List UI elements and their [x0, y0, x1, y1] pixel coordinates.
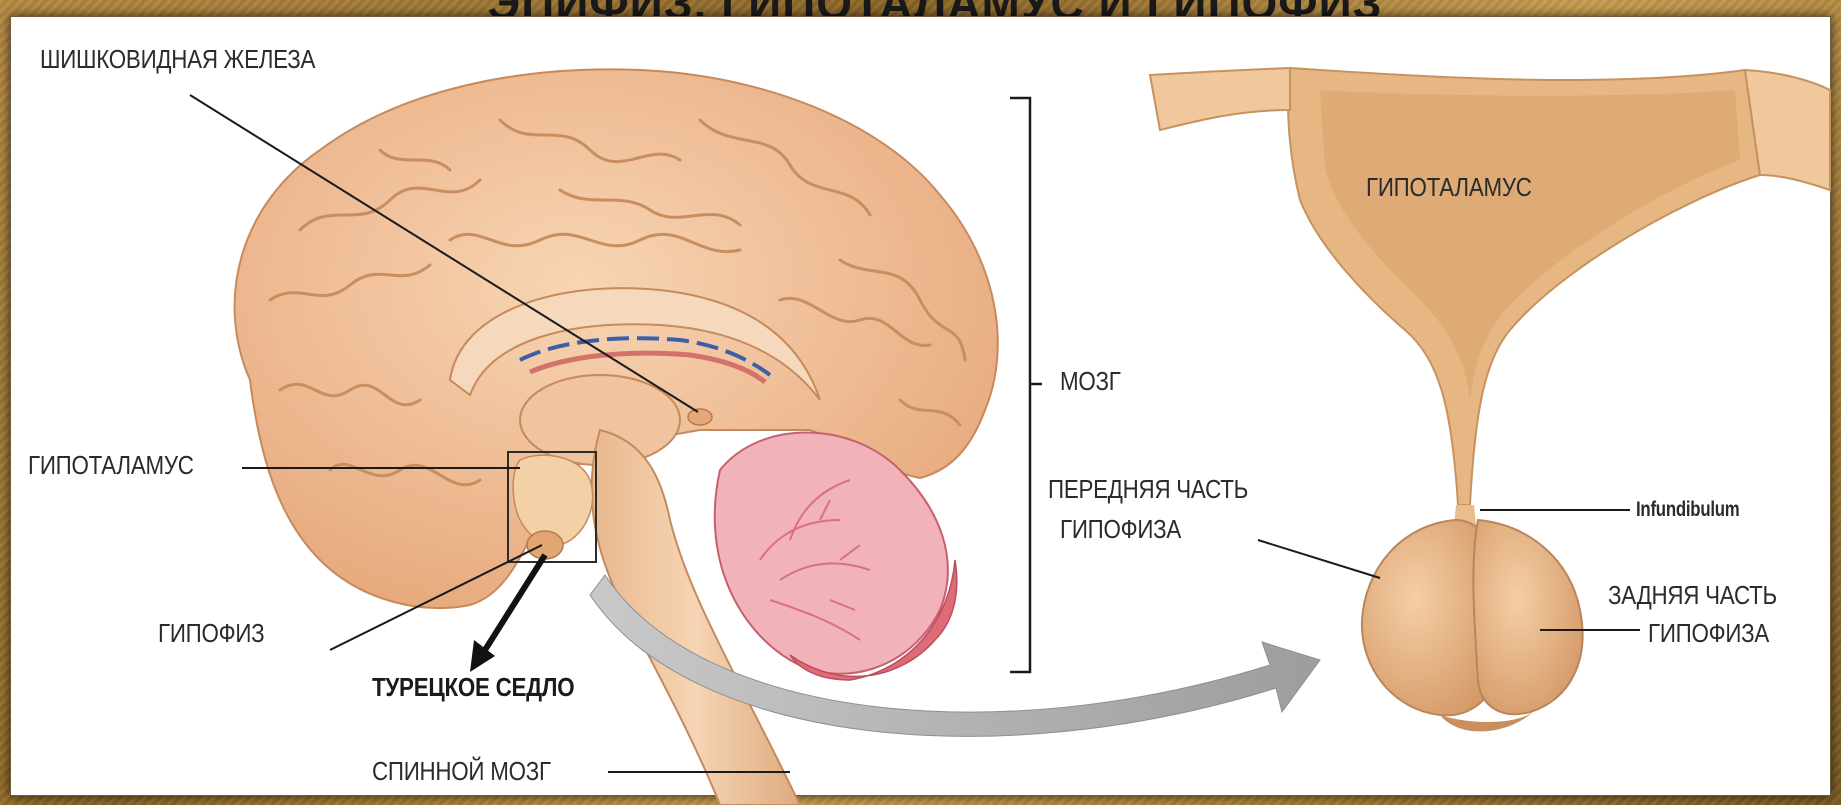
label-hypothalamus: ГИПОТАЛАМУС: [28, 450, 194, 481]
pineal-gland: [688, 409, 712, 425]
label-posterior-pituitary-line1: ЗАДНЯЯ ЧАСТЬ: [1608, 580, 1777, 611]
brain-illustration: [235, 69, 998, 805]
pituitary-small: [527, 531, 563, 559]
label-posterior-pituitary-line2: ГИПОФИЗА: [1648, 618, 1769, 649]
label-anterior-pituitary-line2: ГИПОФИЗА: [1060, 514, 1181, 545]
label-spinal-cord: СПИННОЙ МОЗГ: [372, 756, 551, 787]
label-hypothalamus-enlarged: ГИПОТАЛАМУС: [1366, 172, 1532, 203]
label-pineal-gland: ШИШКОВИДНАЯ ЖЕЛЕЗА: [40, 44, 315, 75]
hypothalamus-extension-left: [1150, 68, 1290, 130]
brain-bracket: [1010, 98, 1030, 672]
hypothalamus-shade: [1320, 90, 1740, 400]
label-brain: МОЗГ: [1060, 366, 1121, 397]
label-pituitary: ГИПОФИЗ: [158, 618, 264, 649]
label-infundibulum: Infundibulum: [1636, 498, 1740, 522]
label-anterior-pituitary-line1: ПЕРЕДНЯЯ ЧАСТЬ: [1048, 474, 1248, 505]
posterior-lobe: [1473, 520, 1582, 714]
label-sella-turcica: ТУРЕЦКОЕ СЕДЛО: [372, 672, 574, 703]
